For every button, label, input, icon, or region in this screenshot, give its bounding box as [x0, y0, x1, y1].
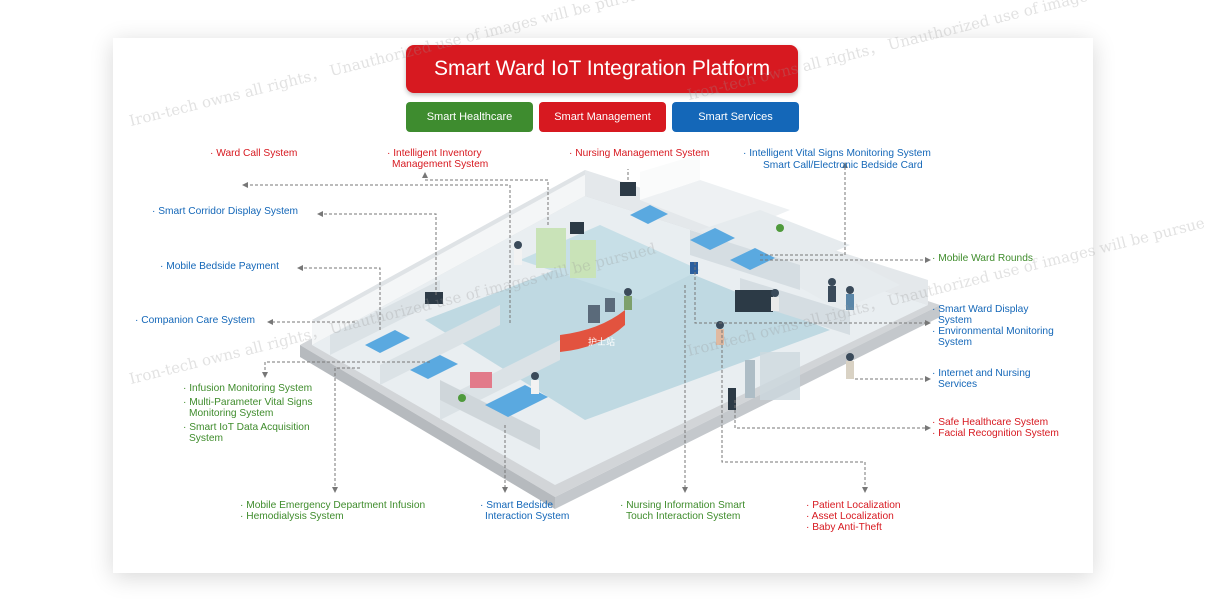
- nurse-station-sign: 护士站: [588, 337, 616, 347]
- label-companion-care: · Companion Care System: [135, 315, 256, 326]
- label-bedside-interaction-line2: Interaction System: [485, 511, 570, 522]
- label-nursing-info-line1: · Nursing Information Smart: [620, 500, 746, 511]
- label-facial-recognition: · Facial Recognition System: [932, 428, 1059, 439]
- label-iot-acquisition-line1: · Smart IoT Data Acquisition: [183, 422, 310, 433]
- label-ward-display-line2: System: [938, 315, 972, 326]
- label-baby-anti-theft: · Baby Anti-Theft: [806, 522, 882, 533]
- platform-title: Smart Ward IoT Integration Platform: [406, 45, 798, 93]
- label-nursing-management: · Nursing Management System: [569, 148, 710, 159]
- label-emergency-infusion: · Mobile Emergency Department Infusion: [240, 500, 426, 511]
- floor-plan: [300, 154, 940, 509]
- label-inventory-line1: · Intelligent Inventory: [387, 148, 482, 159]
- label-ward-call: · Ward Call System: [210, 148, 298, 159]
- label-multi-parameter-line1: · Multi-Parameter Vital Signs: [183, 397, 313, 408]
- label-patient-localization: · Patient Localization: [806, 500, 901, 511]
- label-asset-localization: · Asset Localization: [806, 511, 894, 522]
- label-iot-acquisition-line2: System: [189, 433, 223, 444]
- label-corridor-display: · Smart Corridor Display System: [152, 206, 299, 217]
- label-environmental-line2: System: [938, 337, 972, 348]
- category-smart-healthcare: Smart Healthcare: [406, 102, 533, 132]
- label-hemodialysis: · Hemodialysis System: [240, 511, 344, 522]
- category-smart-services: Smart Services: [672, 102, 799, 132]
- label-vital-signs-line1: · Intelligent Vital Signs Monitoring Sys…: [743, 148, 931, 159]
- label-vital-signs-line2: Smart Call/Electronic Bedside Card: [763, 160, 923, 171]
- label-nursing-info-line2: Touch Interaction System: [626, 511, 741, 522]
- label-internet-nursing-line1: · Internet and Nursing: [932, 368, 1031, 379]
- connector-lines: [242, 162, 931, 493]
- label-inventory-line2: Management System: [392, 159, 489, 170]
- label-multi-parameter-line2: Monitoring System: [189, 408, 274, 419]
- label-bedside-payment: · Mobile Bedside Payment: [160, 261, 279, 272]
- label-infusion-monitoring: · Infusion Monitoring System: [183, 383, 313, 394]
- category-smart-management: Smart Management: [539, 102, 666, 132]
- label-mobile-rounds: · Mobile Ward Rounds: [932, 253, 1033, 264]
- label-internet-nursing-line2: Services: [938, 379, 978, 390]
- label-environmental-line1: · Environmental Monitoring: [932, 326, 1054, 337]
- label-ward-display-line1: · Smart Ward Display: [932, 304, 1029, 315]
- label-bedside-interaction-line1: · Smart Bedside: [480, 500, 554, 511]
- label-safe-healthcare: · Safe Healthcare System: [932, 417, 1049, 428]
